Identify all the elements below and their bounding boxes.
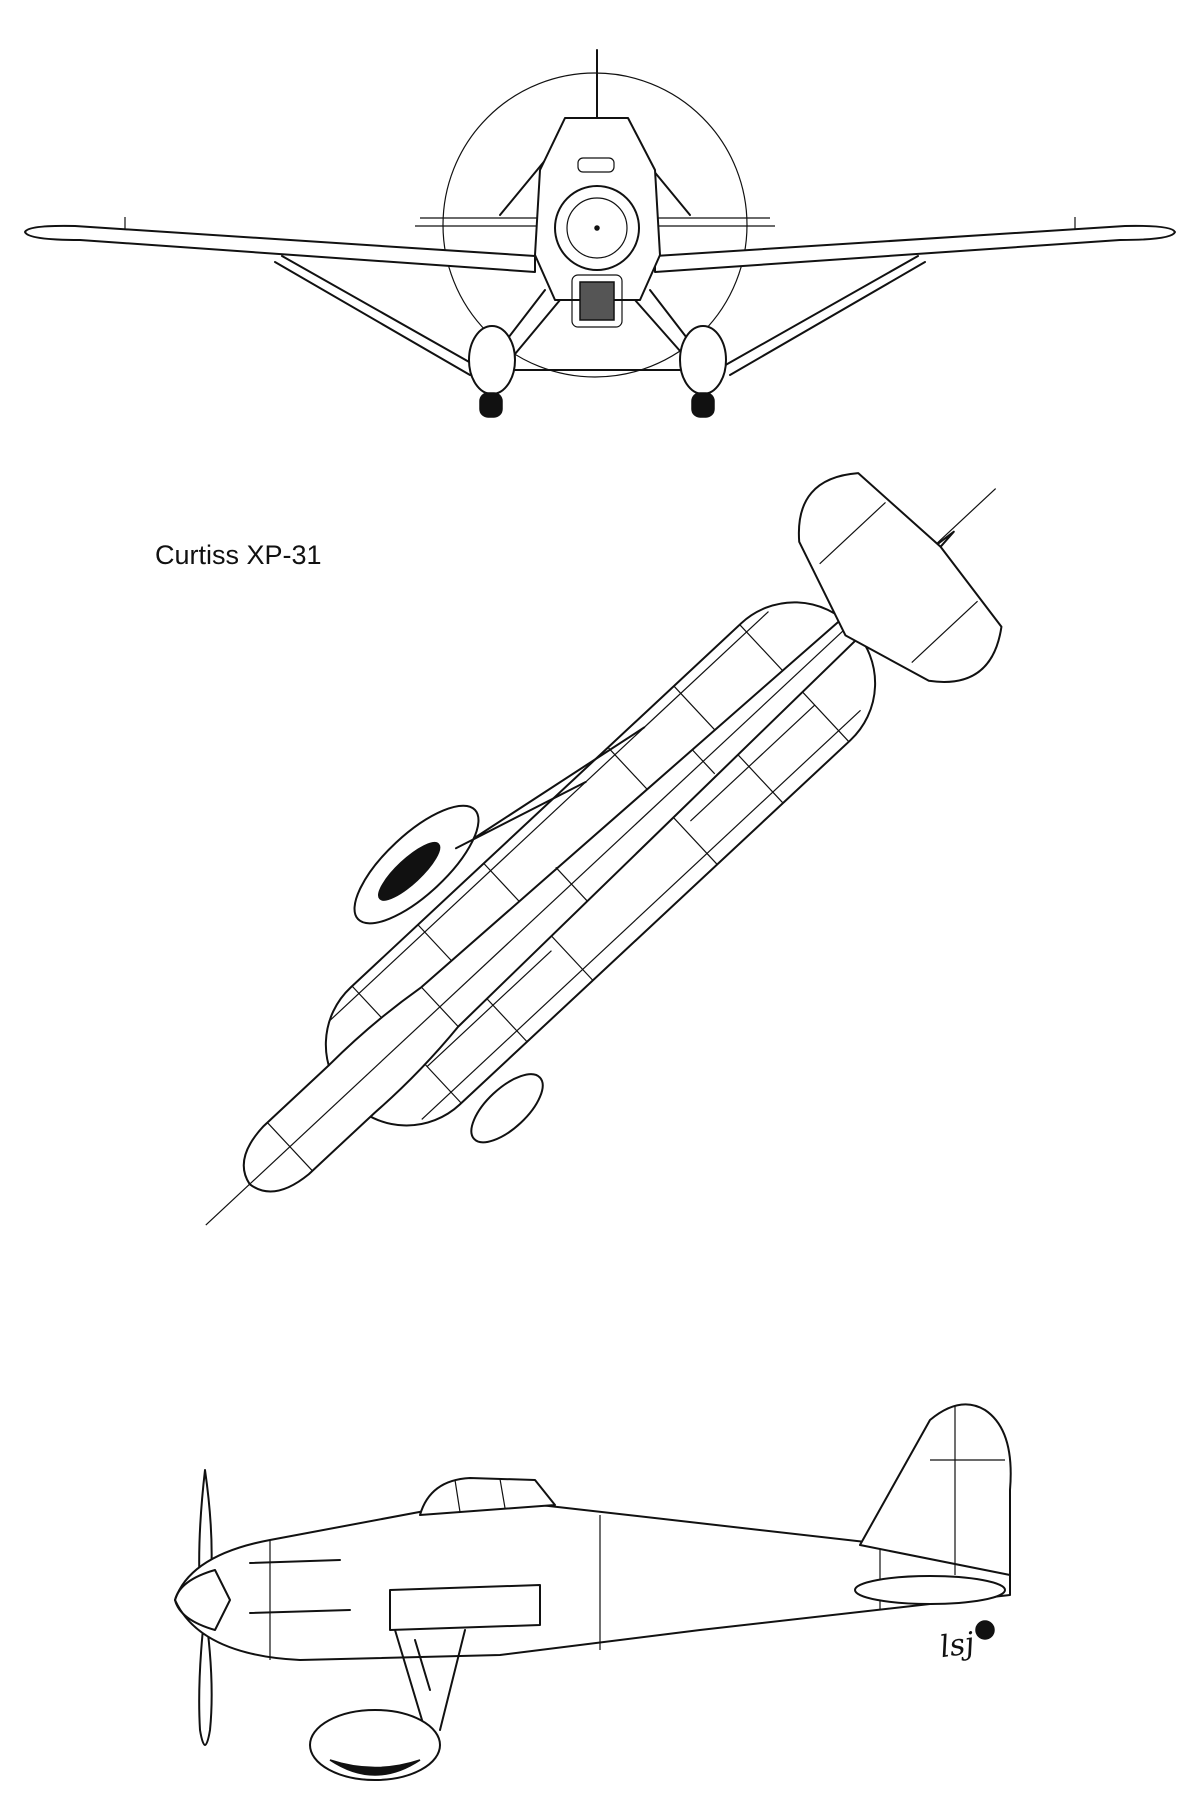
prop-hub — [594, 225, 600, 231]
side-wheel-spat — [309, 1709, 441, 1781]
front-wing-right — [654, 224, 1176, 273]
wheel-spat-right — [679, 325, 727, 395]
artist-signature: lsj — [937, 1625, 977, 1666]
side-view — [174, 1403, 1012, 1781]
propeller-blade-bottom — [198, 1609, 213, 1746]
plan-fuselage — [242, 530, 955, 1193]
front-gear-legs — [494, 289, 701, 361]
wing-trailing-edge — [421, 709, 861, 1120]
propeller-disc — [442, 72, 748, 378]
fin-rudder — [859, 1403, 1012, 1576]
radiator-grille — [579, 281, 615, 321]
tire-right — [691, 392, 715, 418]
windscreen — [577, 157, 615, 173]
side-fuselage — [174, 1504, 1011, 1661]
canopy-frames — [454, 1478, 506, 1513]
plan-struts — [454, 726, 646, 850]
plan-view — [205, 472, 1003, 1226]
side-tire — [329, 1759, 421, 1776]
aircraft-title: Curtiss XP-31 — [155, 540, 322, 570]
spinner — [566, 197, 628, 259]
elevator-hinges — [819, 501, 978, 663]
plan-wheel-spat-lower — [470, 1073, 544, 1144]
canopy — [419, 1477, 556, 1516]
side-gear-legs — [394, 1629, 466, 1731]
rudder-hinge — [930, 1405, 1005, 1575]
spinner-side — [174, 1569, 231, 1631]
front-view — [24, 49, 1176, 418]
side-tailplane — [854, 1575, 1006, 1605]
wheel-spat-left — [468, 325, 516, 395]
wing-strut-left — [274, 255, 479, 376]
wing-strut-right — [721, 255, 926, 376]
radiator-side — [389, 1584, 541, 1631]
gun-troughs — [249, 1559, 351, 1614]
tire-left — [479, 392, 503, 418]
radiator-housing — [571, 274, 623, 328]
aileron-hinges — [426, 704, 816, 1068]
tail-wheel — [975, 1620, 995, 1640]
wing-leading-edge — [329, 611, 769, 1022]
plan-tailplane — [797, 472, 1003, 683]
plan-wheel-upper — [378, 841, 441, 901]
front-wing-left — [24, 224, 536, 273]
